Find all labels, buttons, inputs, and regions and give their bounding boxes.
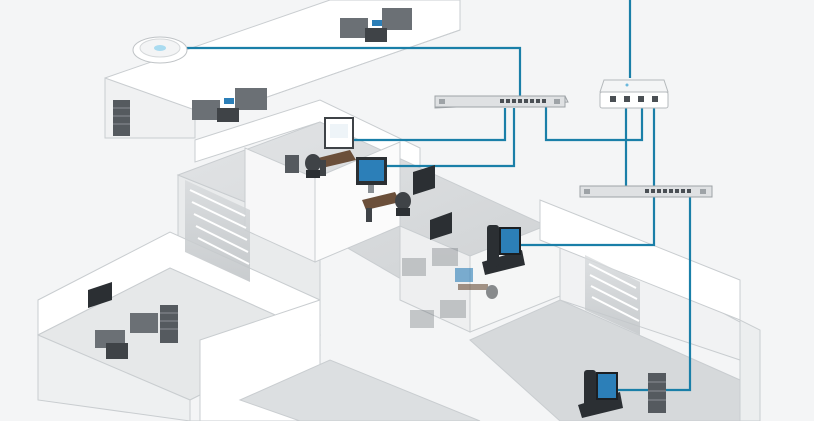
tv-display-3-icon (88, 282, 112, 308)
ip-phone-2-icon (578, 370, 623, 418)
tv-display-2-icon (430, 212, 452, 240)
furniture-faded (402, 248, 466, 328)
tv-display-icon (413, 165, 435, 195)
network-cables (187, 0, 692, 392)
server-rack-2-icon (160, 305, 178, 343)
desk-chair-icon (455, 268, 498, 299)
cable-gateway-to-phone1 (520, 108, 656, 247)
ceiling-access-point-icon (132, 36, 188, 64)
cable-ap-to-switch (187, 46, 522, 96)
network-switch-2-icon (579, 185, 713, 198)
staircase-left-icon (185, 180, 250, 282)
cable-switch-to-gateway (544, 107, 644, 142)
sofa-3-icon (95, 313, 158, 359)
sofa-2-icon (192, 88, 267, 122)
sofa-icon (340, 8, 412, 42)
cable-switch2-to-phone2 (613, 196, 692, 392)
server-rack-3-icon (648, 373, 666, 413)
staircase-right-icon (585, 255, 640, 335)
security-gateway-icon (599, 79, 669, 109)
network-switch-icon (434, 95, 569, 109)
bottom-right-wall (739, 319, 761, 421)
bottom-floor (238, 359, 481, 421)
desktop-computer-icon (285, 117, 356, 178)
lower-left-front-wall (37, 334, 191, 421)
server-rack-icon (113, 100, 130, 136)
desktop-computer-2-icon (356, 157, 411, 222)
cable-switch-to-monitor (354, 108, 507, 142)
ip-phone-icon (482, 225, 525, 275)
cable-switch-to-imac (383, 108, 516, 168)
